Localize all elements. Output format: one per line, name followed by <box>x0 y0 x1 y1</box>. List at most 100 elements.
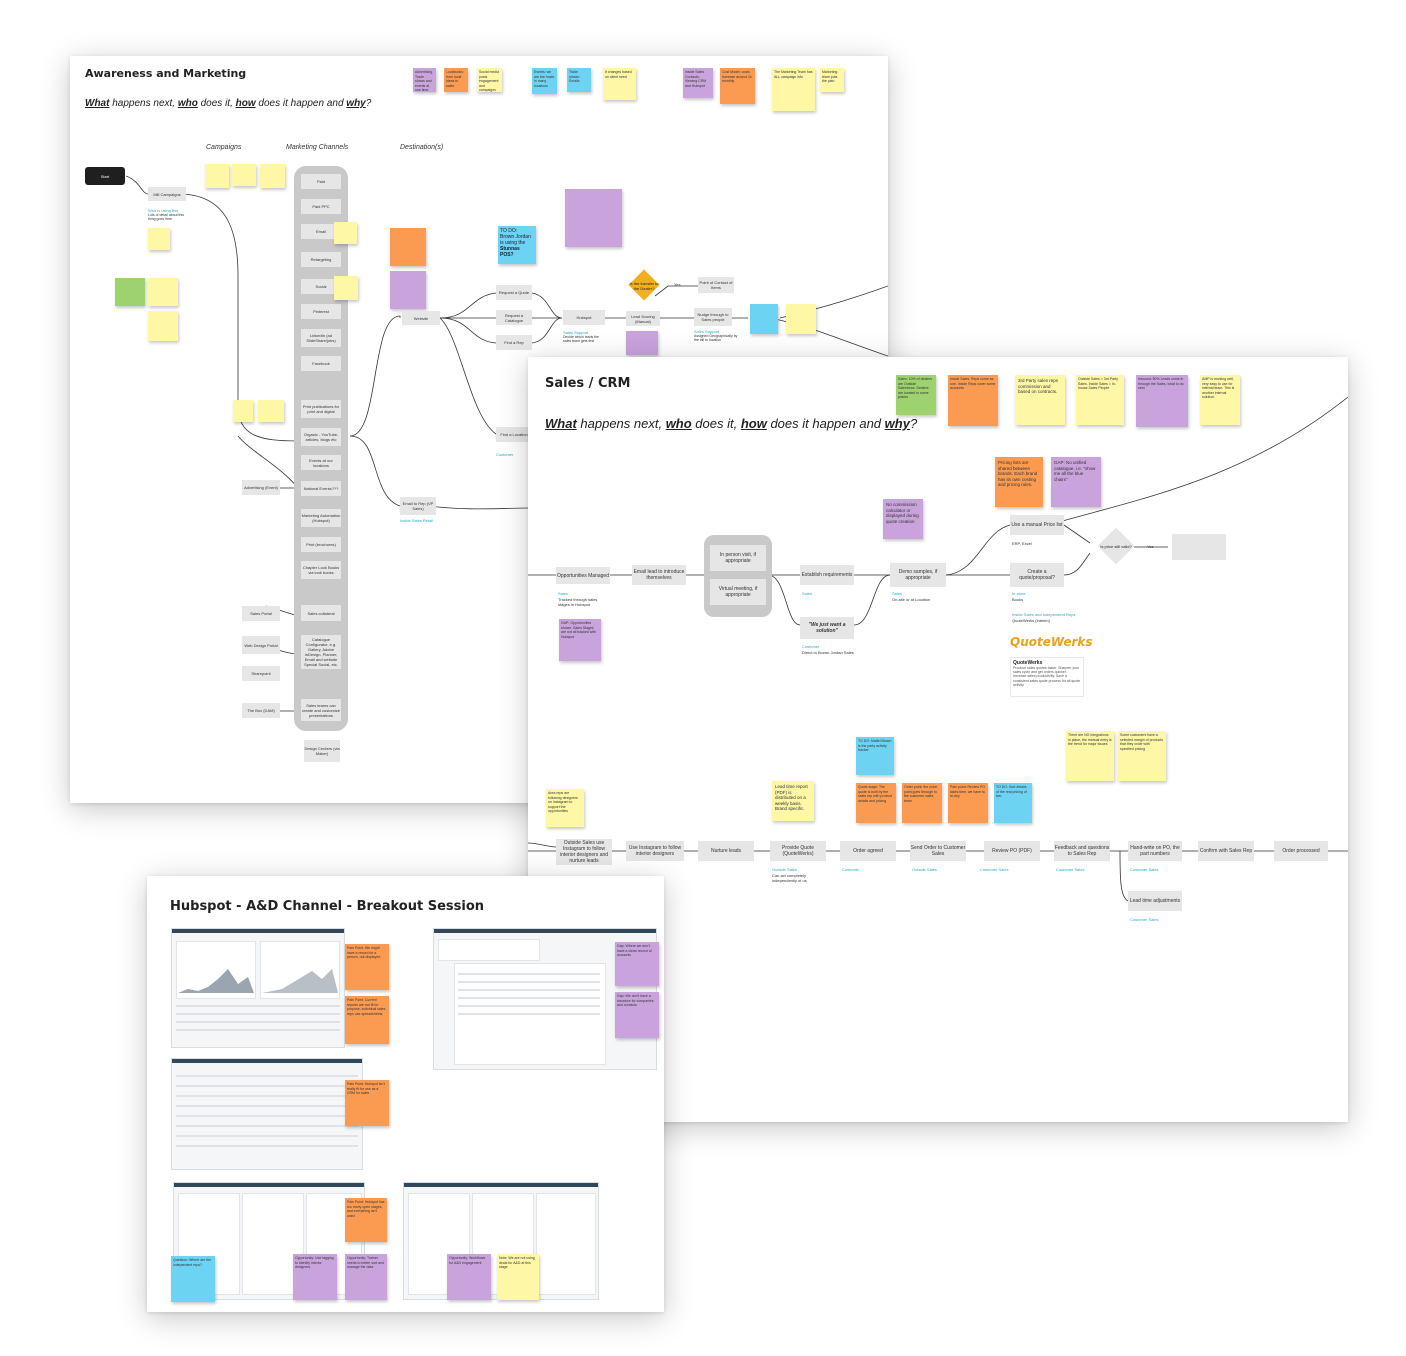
sticky-note[interactable]: Pain point: Review PO takes time, we hav… <box>948 783 988 823</box>
sticky-note[interactable] <box>233 400 253 422</box>
channel-node[interactable]: Social <box>301 279 341 294</box>
gap-note[interactable]: GAP: No unified catalogue, i.e. "show me… <box>1051 457 1101 507</box>
sticky-note[interactable] <box>115 278 145 306</box>
sticky-note[interactable]: Quote stage: The quote is built by the s… <box>856 783 896 823</box>
channel-node[interactable]: Sales collateral <box>301 605 341 621</box>
hubspot-node[interactable]: Hubspot <box>563 310 605 325</box>
destination-node[interactable]: Find a Location <box>496 427 532 442</box>
sticky-note[interactable]: Gap: We don't have a structure for compa… <box>615 992 659 1038</box>
sticky-note[interactable]: Pain Point: Current reports are not fit … <box>345 996 389 1044</box>
sticky-note[interactable]: Pain Point: Hubspot isn't really fit for… <box>345 1080 389 1126</box>
channel-node[interactable]: Events at our locations <box>301 455 341 470</box>
source-node[interactable]: Sharepoint <box>242 666 280 681</box>
channel-node[interactable]: LinkedIn (ad SlideShare/jobs) <box>301 329 341 347</box>
sticky-note[interactable]: Pain Point: Hubspot has too many open st… <box>345 1198 387 1242</box>
lead-time-note[interactable]: Lead time report (PDF) is distributed on… <box>772 781 814 821</box>
website-node[interactable]: Website <box>402 311 440 325</box>
sticky-note[interactable]: Area reps are following designers on Ins… <box>546 789 584 827</box>
sticky-note[interactable] <box>390 228 426 266</box>
channel-node[interactable]: Facebook <box>301 356 341 371</box>
sticky-note[interactable] <box>786 304 816 334</box>
establish-requirements-node[interactable]: Establish requirements <box>800 565 854 585</box>
channel-node[interactable]: Marketing Automation (Hubspot) <box>301 509 341 527</box>
demo-samples-node[interactable]: Demo samples, if appropriate <box>890 563 946 587</box>
lead-scoring-node[interactable]: Lead Scoring (Manual) <box>626 311 660 326</box>
sticky-note[interactable]: 3rd Party sales reps commission and base… <box>1015 375 1065 425</box>
sticky-note[interactable]: Gap: Where we don't have a clean record … <box>615 942 659 986</box>
source-node[interactable]: Sales Portal <box>242 606 280 621</box>
channel-below-node[interactable]: Design Centers (via Maker) <box>304 740 340 762</box>
sticky-note[interactable] <box>205 164 229 188</box>
channel-node[interactable]: National Events??? <box>301 481 341 496</box>
sticky-note[interactable]: TO DO: Sort details of the real pricing … <box>994 783 1032 823</box>
sticky-note[interactable] <box>148 278 178 306</box>
point-of-contact-node[interactable]: Point of Contact of Items <box>698 277 734 293</box>
sticky-note[interactable] <box>334 222 357 244</box>
email-rep-node[interactable]: Email to Rep (VP Sales) <box>400 497 436 515</box>
channel-node[interactable]: Paid <box>301 174 341 189</box>
sticky-note[interactable]: Trade shows: Emails <box>567 68 591 92</box>
source-node[interactable]: Advertising (Event) <box>242 480 280 495</box>
sticky-note[interactable]: Sales: 10% of dealers are Outside Salesf… <box>896 375 936 415</box>
sticky-note[interactable]: Question: Where are the independent reps… <box>171 1256 215 1302</box>
sticky-note[interactable]: There are NO integrations in place, the … <box>1066 731 1114 781</box>
opportunities-node[interactable]: Opportunities Managed <box>556 567 610 584</box>
sticky-note[interactable] <box>260 164 285 188</box>
nudge-node[interactable]: Nudge through to Sales people <box>694 308 732 326</box>
sticky-note[interactable]: TO DO: Mattel Brown is the party activit… <box>856 737 894 775</box>
sticky-note[interactable]: Order point: the order point goes throug… <box>902 783 942 823</box>
in-person-node[interactable]: In person visit, if appropriate <box>710 545 766 571</box>
solution-node[interactable]: "We just want a solution" <box>800 617 854 639</box>
flow2-node[interactable]: Confirm with Sales Rep <box>1198 841 1254 861</box>
sticky-note[interactable]: Events: we are the hosts in many locatio… <box>532 68 557 94</box>
sticky-note[interactable]: Advertising Trade shows and events at on… <box>413 68 436 92</box>
sticky-note[interactable]: Opportunity: Use tagging to identify int… <box>293 1254 337 1300</box>
sticky-note[interactable] <box>334 276 358 300</box>
sticky-note[interactable] <box>626 331 658 355</box>
channel-node[interactable]: Print publications for print and digital <box>301 400 341 418</box>
gap2-note[interactable]: GAP: Opportunities shown: Sales Stages a… <box>559 619 601 661</box>
sticky-note[interactable]: The Marketing Team has ALL campaign info <box>772 68 815 111</box>
start-node[interactable]: Start <box>85 167 125 185</box>
channel-node[interactable]: Pinterest <box>301 304 341 319</box>
sticky-note[interactable] <box>750 304 778 334</box>
channel-node[interactable]: Email <box>301 224 341 239</box>
lead-time-adjust-node[interactable]: Lead time adjustments <box>1128 891 1182 911</box>
create-quote-node[interactable]: Create a quote/proposal? <box>1010 563 1064 587</box>
channel-node[interactable]: Retargeting <box>301 252 341 267</box>
flow2-node[interactable]: Use Instagram to follow interior designe… <box>626 841 684 861</box>
channel-node[interactable]: Print (brochures) <box>301 537 341 552</box>
sticky-note[interactable]: Inside Sales: Reps come as one. Inside R… <box>948 375 998 426</box>
destination-node[interactable]: Request a Catalogue <box>496 310 532 325</box>
channel-node[interactable]: Sales teams can create and customize pre… <box>301 699 341 721</box>
sticky-note[interactable]: Marketing team puts the plan <box>820 68 844 92</box>
source-node[interactable]: Web Design Portal <box>242 636 280 654</box>
manual-price-list-node[interactable]: Use a manual Price list <box>1010 515 1064 535</box>
flow2-node[interactable]: Review PO (PDF) <box>984 841 1040 861</box>
sticky-note[interactable] <box>148 311 178 341</box>
sticky-note[interactable]: AMP is working well, very easy to use fo… <box>1200 375 1240 425</box>
flow2-node[interactable]: Order processed <box>1274 841 1328 861</box>
email-lead-node[interactable]: Email lead to introduce themselves <box>632 565 686 585</box>
sticky-note[interactable] <box>565 189 622 247</box>
flow2-node[interactable]: Outside Sales use Instagram to follow in… <box>556 839 612 865</box>
virtual-meeting-node[interactable]: Virtual meeting, if appropriate <box>710 579 766 605</box>
sticky-note[interactable] <box>232 164 256 186</box>
flow2-node[interactable]: Feedback and questions to Sales Rep <box>1054 841 1110 861</box>
sticky-note[interactable] <box>148 228 170 250</box>
sticky-note[interactable]: Lookbooks: from local ideas to sales <box>444 68 468 92</box>
flow2-node[interactable]: Hand-write on PO, the part numbers <box>1128 841 1182 861</box>
channel-node[interactable]: Organic - YouTube, articles, blogs etc <box>301 428 341 446</box>
destination-node[interactable]: Request a Quote <box>496 285 532 300</box>
sticky-note[interactable]: Inside Sales Contacts: Viewing CRM and H… <box>683 68 713 98</box>
flow2-node[interactable]: Order agreed <box>840 841 896 861</box>
flow2-node[interactable]: Provide Quote (QuoteWerks) <box>770 841 826 861</box>
sticky-note[interactable]: Opportunity: Trainer needs to better sor… <box>345 1254 387 1300</box>
placeholder-node[interactable] <box>1172 534 1226 560</box>
campaign-node[interactable]: Mill Campaigns <box>148 187 186 201</box>
flow2-node[interactable]: Send Order to Customer Sales <box>910 841 966 861</box>
source-node[interactable]: The Box (DAM) <box>242 703 280 718</box>
sticky-note[interactable] <box>258 400 284 422</box>
sticky-note[interactable]: Some customers have a selected margin of… <box>1118 731 1166 781</box>
